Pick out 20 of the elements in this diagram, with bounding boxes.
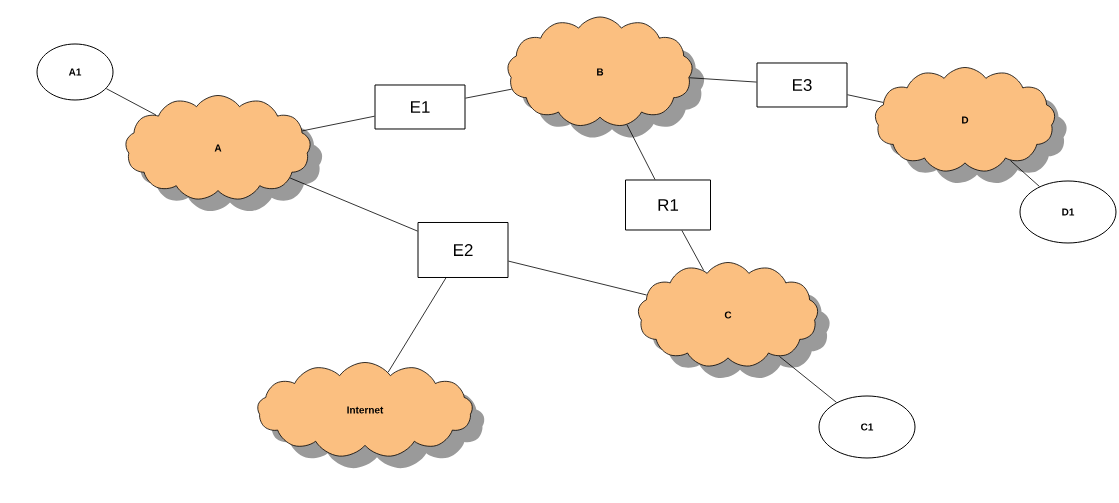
connector-line bbox=[626, 124, 656, 180]
network-cloud: B bbox=[507, 16, 705, 138]
network-cloud: Internet bbox=[257, 362, 485, 469]
network-cloud: D bbox=[875, 67, 1067, 184]
connector-line bbox=[387, 277, 447, 373]
connector-line bbox=[779, 356, 837, 403]
router-box: E3 bbox=[756, 62, 848, 108]
connector-line bbox=[847, 94, 884, 103]
network-cloud: A bbox=[125, 95, 323, 212]
router-box: E1 bbox=[374, 84, 466, 130]
connector-line bbox=[688, 77, 757, 83]
connector-line bbox=[1010, 160, 1040, 187]
router-box: E2 bbox=[417, 222, 509, 278]
network-cloud: C bbox=[638, 262, 830, 379]
connector-line bbox=[508, 260, 648, 296]
router-box: R1 bbox=[625, 179, 711, 231]
connector-line bbox=[289, 177, 418, 232]
connector-line bbox=[465, 88, 513, 99]
connector-line bbox=[301, 115, 375, 132]
connector-line bbox=[681, 230, 705, 271]
